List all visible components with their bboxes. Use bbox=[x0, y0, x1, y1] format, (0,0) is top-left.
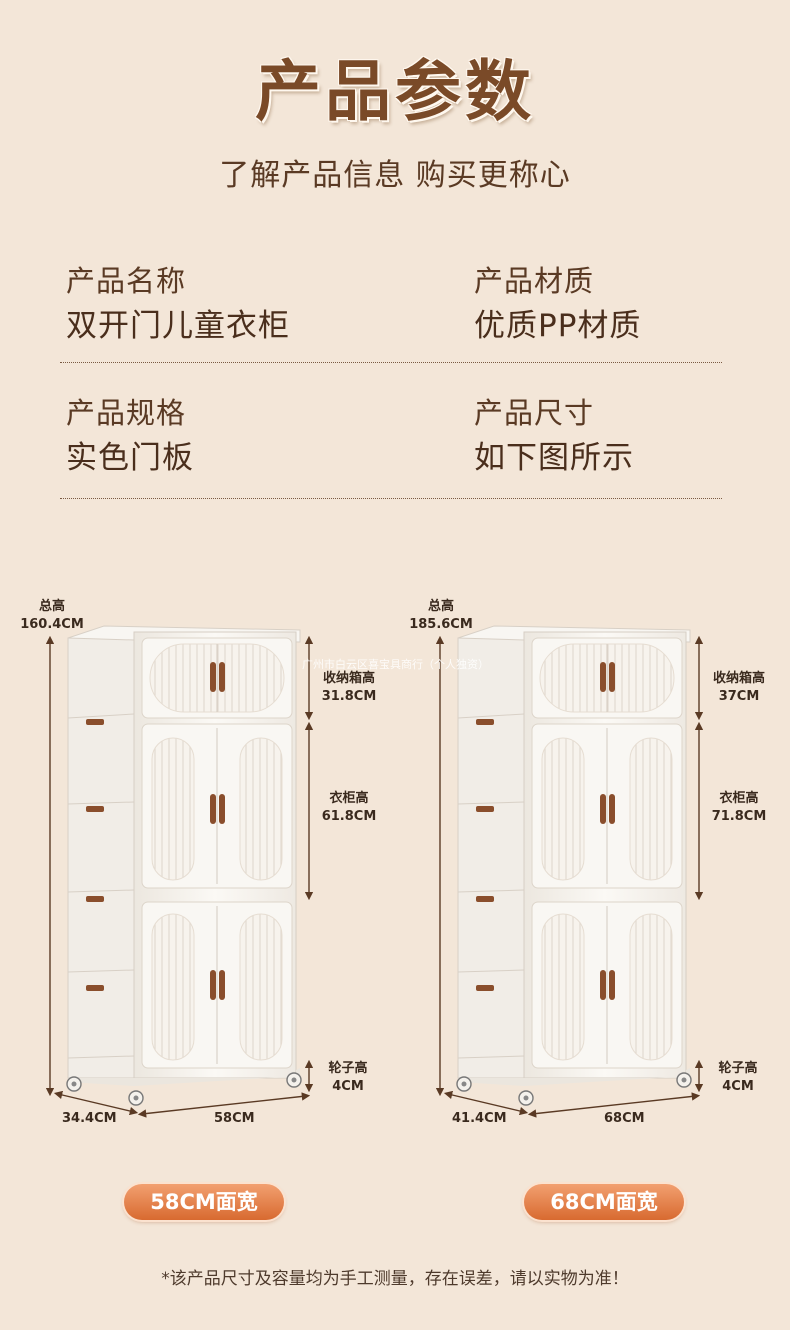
width-badge-58: 58CM面宽 bbox=[124, 1184, 284, 1220]
depth-58: 34.4CM bbox=[62, 1111, 117, 1126]
page-title: 产品参数 bbox=[255, 53, 535, 130]
spec-label-size: 产品尺寸 bbox=[474, 396, 595, 430]
watermark: 广州市白云区喜宝具商行（个人独资） bbox=[302, 658, 489, 671]
cabinet-68-illustration bbox=[435, 625, 704, 1118]
footnote: *该产品尺寸及容量均为手工测量，存在误差，请以实物为准！ bbox=[161, 1269, 629, 1289]
spec-label-material: 产品材质 bbox=[474, 264, 595, 298]
width-58: 58CM bbox=[214, 1111, 255, 1126]
divider-1 bbox=[60, 362, 722, 363]
spec-value-size: 如下图所示 bbox=[474, 440, 634, 476]
spec-label-name: 产品名称 bbox=[66, 264, 187, 298]
depth-68: 41.4CM bbox=[452, 1111, 507, 1126]
spec-value-spec: 实色门板 bbox=[66, 440, 194, 476]
spec-label-spec: 产品规格 bbox=[66, 396, 187, 430]
divider-2 bbox=[60, 498, 722, 499]
width-68: 68CM bbox=[604, 1111, 645, 1126]
page-subtitle: 了解产品信息 购买更称心 bbox=[219, 158, 571, 193]
spec-value-name: 双开门儿童衣柜 bbox=[66, 308, 290, 344]
spec-value-material: 优质PP材质 bbox=[474, 308, 642, 344]
width-badge-68: 68CM面宽 bbox=[524, 1184, 684, 1220]
